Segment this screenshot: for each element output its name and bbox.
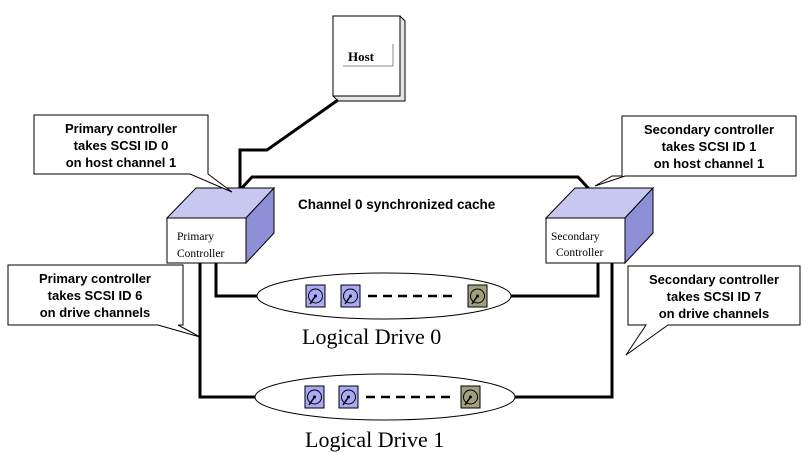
hard-disk-icon	[338, 385, 359, 409]
host-label: Host	[348, 49, 375, 64]
hard-disk-icon	[460, 385, 481, 409]
primary-controller: Primary Controller	[165, 186, 276, 265]
callout-secondary-host-line3: on host channel 1	[654, 156, 765, 171]
secondary-controller-label-line1: Secondary	[551, 231, 600, 243]
hard-disk-icon	[340, 284, 361, 308]
callout-secondary-host-line1: Secondary controller	[644, 122, 774, 137]
callout-secondary-host-line2: takes SCSI ID 1	[662, 139, 757, 154]
callout-primary-drive-line1: Primary controller	[39, 271, 151, 286]
host-box: Host	[332, 15, 406, 102]
secondary-controller: Secondary Controller	[544, 186, 655, 265]
callout-secondary-host: Secondary controller takes SCSI ID 1 on …	[594, 115, 797, 187]
cache-label: Channel 0 synchronized cache	[298, 197, 496, 212]
secondary-controller-label-line2: Controller	[556, 247, 603, 259]
hard-disk-icon	[467, 284, 488, 308]
callout-primary-host: Primary controller takes SCSI ID 0 on ho…	[33, 114, 233, 193]
hard-disk-icon	[304, 385, 325, 409]
callout-secondary-drive-line1: Secondary controller	[649, 272, 779, 287]
callout-secondary-drive-line3: on drive channels	[659, 306, 770, 321]
callout-primary-host-line3: on host channel 1	[66, 155, 177, 170]
hard-disk-icon	[305, 284, 326, 308]
drive-channel-wires	[198, 262, 614, 399]
callout-secondary-drive: Secondary controller takes SCSI ID 7 on …	[625, 265, 801, 356]
callout-primary-drive-line3: on drive channels	[40, 305, 151, 320]
secondary-controller-front	[545, 217, 626, 264]
logical-drive-0-label: Logical Drive 0	[302, 324, 441, 349]
callout-primary-host-line2: takes SCSI ID 0	[74, 138, 169, 153]
logical-drive-0: Logical Drive 0	[256, 272, 512, 349]
logical-drive-1: Logical Drive 1	[254, 373, 516, 452]
callout-secondary-drive-line2: takes SCSI ID 7	[667, 289, 762, 304]
callout-primary-drive: Primary controller takes SCSI ID 6 on dr…	[7, 264, 201, 338]
primary-controller-label-line1: Primary	[177, 231, 214, 243]
callout-primary-host-line1: Primary controller	[65, 121, 177, 136]
callout-primary-drive-line2: takes SCSI ID 6	[48, 288, 143, 303]
logical-drive-1-label: Logical Drive 1	[305, 427, 444, 452]
primary-controller-label-line2: Controller	[177, 248, 224, 260]
host-channel-wires	[238, 98, 592, 192]
primary-controller-front	[166, 217, 247, 264]
